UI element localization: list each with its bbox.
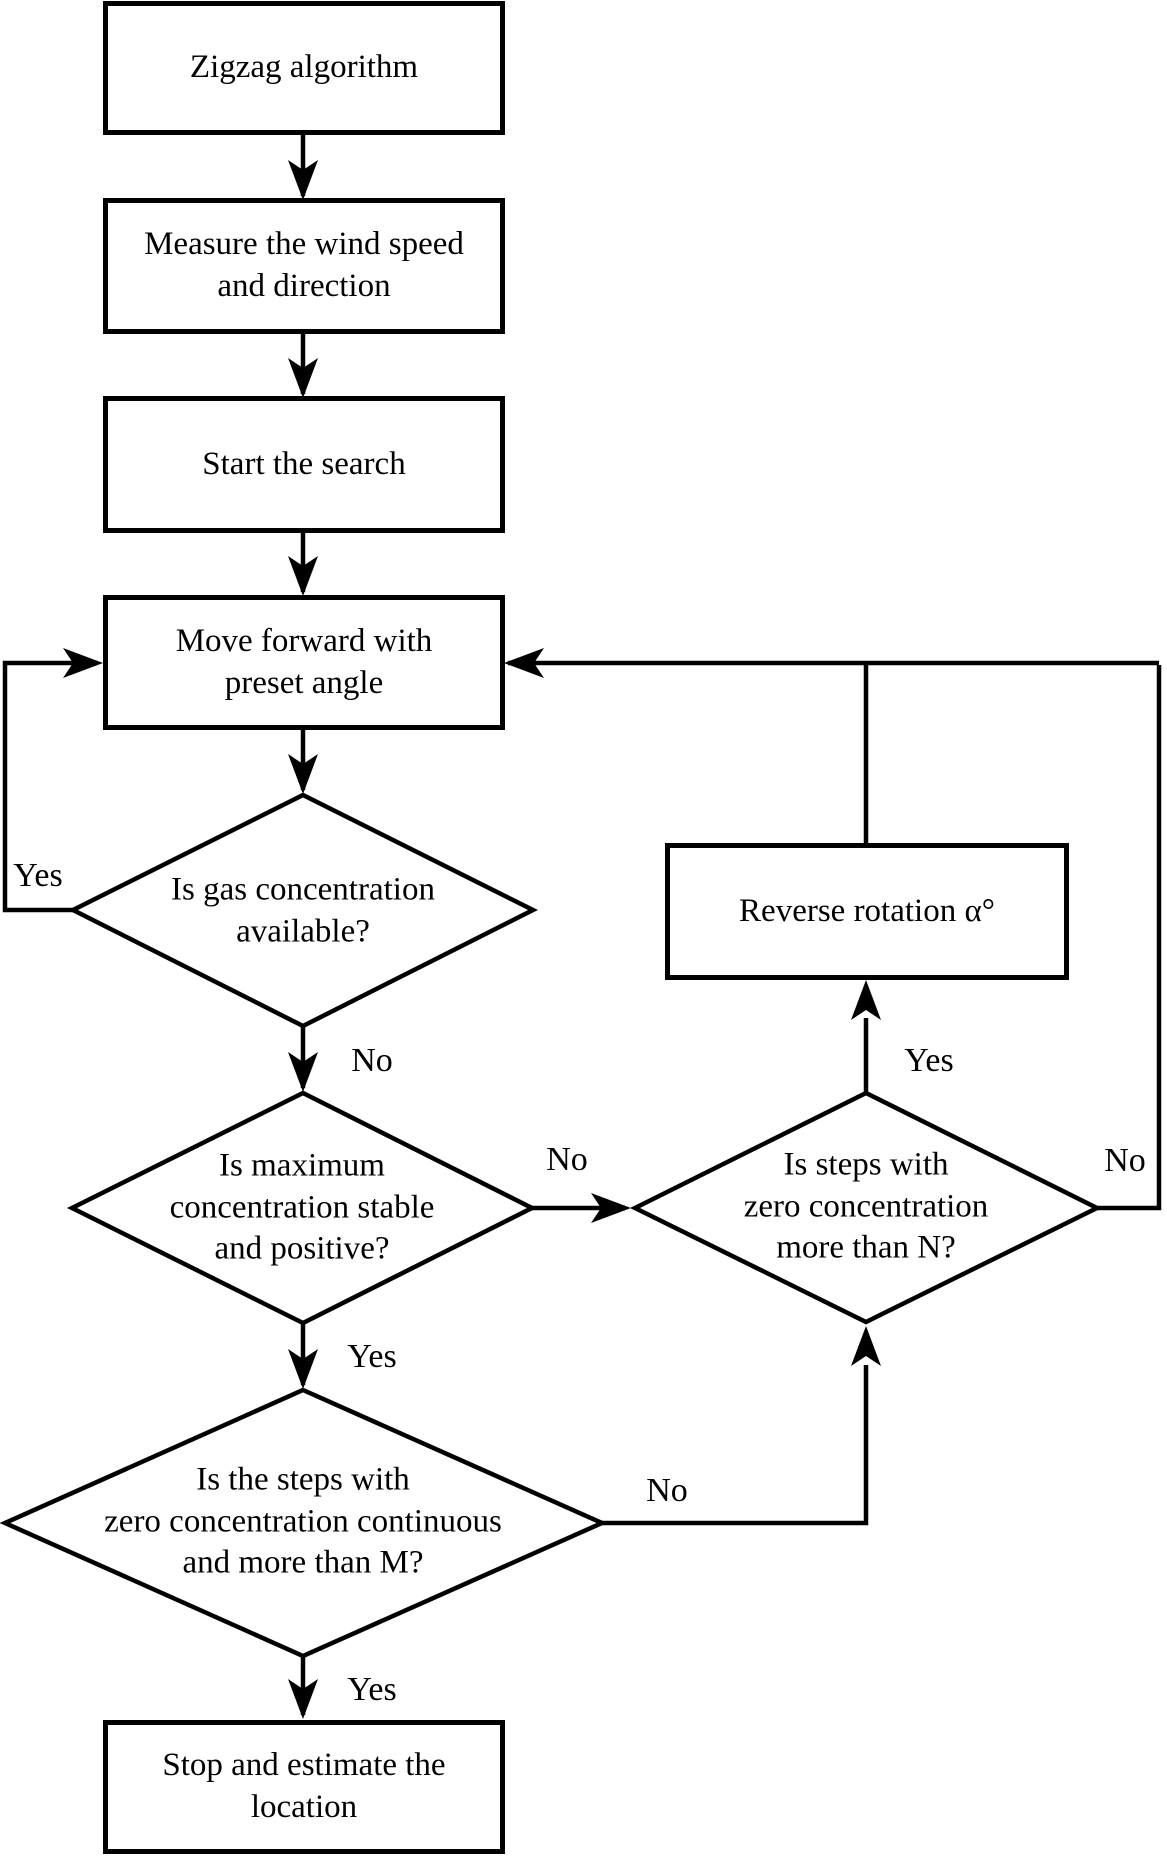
node-move-label-line2: preset angle <box>224 664 384 701</box>
arrowhead-into-measure <box>288 160 318 200</box>
decision-stable-label: Is maximum concentration stable and posi… <box>169 1147 435 1267</box>
edge-label-stepsn-yes: Yes <box>904 1042 954 1079</box>
node-measure: Measure the wind speed and direction <box>103 198 505 334</box>
arrowhead-into-stepsm <box>288 1349 318 1389</box>
node-start-label: Zigzag algorithm <box>189 49 419 86</box>
node-stop: Stop and estimate the location <box>103 1720 505 1854</box>
node-stop-label-line2: location <box>250 1789 358 1825</box>
arrowhead-into-stop <box>288 1679 318 1719</box>
node-move: Move forward with preset angle <box>103 595 505 730</box>
node-reverse: Reverse rotation α° <box>665 843 1069 980</box>
arrowhead-into-gas <box>288 754 318 794</box>
node-stop-label-line1: Stop and estimate the <box>162 1747 446 1784</box>
arrowhead-into-move-left <box>63 648 103 678</box>
decision-stepsn-diamond <box>629 1090 1103 1325</box>
node-start: Zigzag algorithm <box>103 1 505 135</box>
arrowhead-into-stepsn-left <box>591 1193 631 1223</box>
node-search: Start the search <box>103 396 505 533</box>
edge-label-stable-no: No <box>546 1141 588 1178</box>
connector-gas-yes-loop <box>2 660 97 913</box>
arrowhead-into-reverse <box>851 980 881 1020</box>
connector-stepsn-no-loop <box>1097 665 1162 1211</box>
edge-label-gas-no: No <box>351 1042 393 1079</box>
edge-label-stepsm-yes: Yes <box>347 1671 397 1708</box>
edge-label-stable-yes: Yes <box>347 1338 397 1375</box>
decision-stepsm-diamond <box>0 1387 608 1659</box>
node-measure-label-line2: and direction <box>217 268 391 304</box>
node-measure-label-line1: Measure the wind speed <box>144 226 464 263</box>
decision-gas-diamond <box>67 792 539 1029</box>
decision-stable-diamond <box>66 1090 538 1326</box>
arrowhead-into-stable <box>288 1052 318 1092</box>
decision-gas-label: Is gas concentration available? <box>171 871 435 949</box>
edge-label-stepsm-no: No <box>646 1472 688 1509</box>
connector-stepsm-no-stepsn <box>602 1365 869 1526</box>
node-search-label: Start the search <box>202 445 406 482</box>
decision-stepsn-label: Is steps with zero concentration more th… <box>743 1146 989 1266</box>
arrowhead-into-move-top <box>288 556 318 596</box>
arrowhead-into-search <box>288 358 318 398</box>
edge-label-gas-yes: Yes <box>13 857 63 894</box>
node-move-label-line1: Move forward with <box>175 622 433 659</box>
edge-label-stepsn-no: No <box>1104 1142 1146 1179</box>
arrowhead-into-stepsn-bottom <box>851 1326 881 1366</box>
decision-stepsm-label: Is the steps with zero concentration con… <box>104 1461 502 1581</box>
arrowhead-into-move-right <box>504 648 544 678</box>
node-reverse-label: Reverse rotation α° <box>739 892 995 929</box>
